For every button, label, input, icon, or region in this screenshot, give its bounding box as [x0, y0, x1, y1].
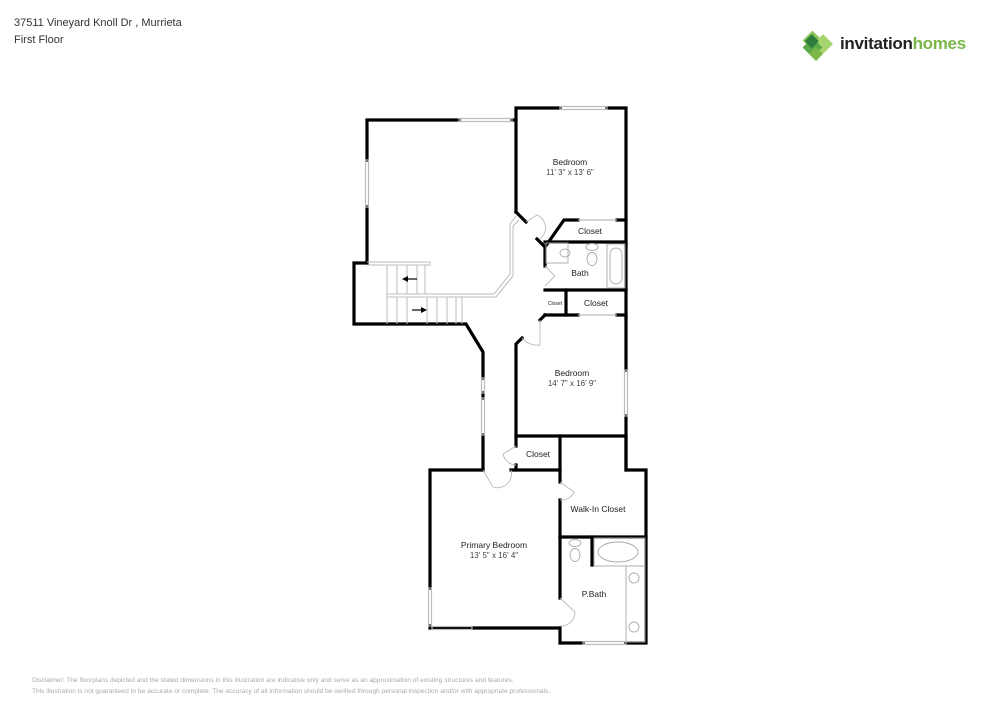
disclaimer-line-2: This illustration is not guaranteed to b… — [32, 688, 551, 695]
fixtures — [545, 242, 646, 643]
toilet-icon — [569, 548, 581, 562]
toilet-tank-icon — [585, 243, 599, 251]
brand-logo: invitationhomes — [798, 26, 966, 62]
room-label-walk-in-closet: Walk-In Closet — [571, 504, 627, 514]
double-vanity-icon — [625, 565, 646, 643]
room-dims-primary-bedroom: 13' 5" x 16' 4" — [470, 551, 518, 560]
disclaimer-line-1: Disclaimer: The floorplans depicted and … — [32, 677, 514, 684]
room-label-primary-bedroom: Primary Bedroom — [461, 540, 527, 550]
stairs-and-railings — [367, 215, 520, 324]
sink-vanity-icon — [545, 242, 569, 264]
room-label-bedroom-2: Bedroom — [555, 368, 590, 378]
arrow-right-icon — [421, 307, 427, 313]
address-title: 37511 Vineyard Knoll Dr , Murrieta — [14, 17, 182, 29]
room-label-closet-3: Closet — [526, 449, 551, 459]
room-dims-bedroom-2: 14' 7" x 16' 9" — [548, 379, 596, 388]
room-dims-bedroom-1: 11' 3" x 13' 6" — [546, 168, 594, 177]
exterior-walls — [352, 106, 648, 645]
room-label-closet-1: Closet — [578, 226, 603, 236]
room-label-closet-small: Closet — [548, 301, 563, 307]
sink-icon — [628, 572, 640, 584]
room-labels: Bedroom 11' 3" x 13' 6" Closet Bath Clos… — [461, 157, 626, 599]
sink-icon — [628, 621, 640, 633]
disclaimer: Disclaimer: The floorplans depicted and … — [32, 675, 550, 697]
logo-wordmark: invitationhomes — [840, 34, 966, 53]
logo-mark-icon — [802, 30, 833, 61]
toilet-icon — [586, 252, 598, 266]
bathtub-icon — [593, 537, 646, 567]
door-swings — [482, 214, 576, 627]
toilet-tank-icon — [568, 539, 582, 547]
bathtub-icon — [606, 243, 626, 289]
room-label-closet-2: Closet — [584, 298, 609, 308]
stair-arrows — [402, 276, 427, 313]
room-label-p-bath: P.Bath — [582, 589, 607, 599]
sink-icon — [559, 248, 571, 258]
arrow-left-icon — [402, 276, 408, 282]
room-label-bath: Bath — [571, 268, 589, 278]
windows — [364, 105, 629, 646]
header: 37511 Vineyard Knoll Dr , Murrieta First… — [14, 15, 182, 49]
floor-label: First Floor — [14, 34, 64, 46]
room-label-bedroom-1: Bedroom — [553, 157, 588, 167]
